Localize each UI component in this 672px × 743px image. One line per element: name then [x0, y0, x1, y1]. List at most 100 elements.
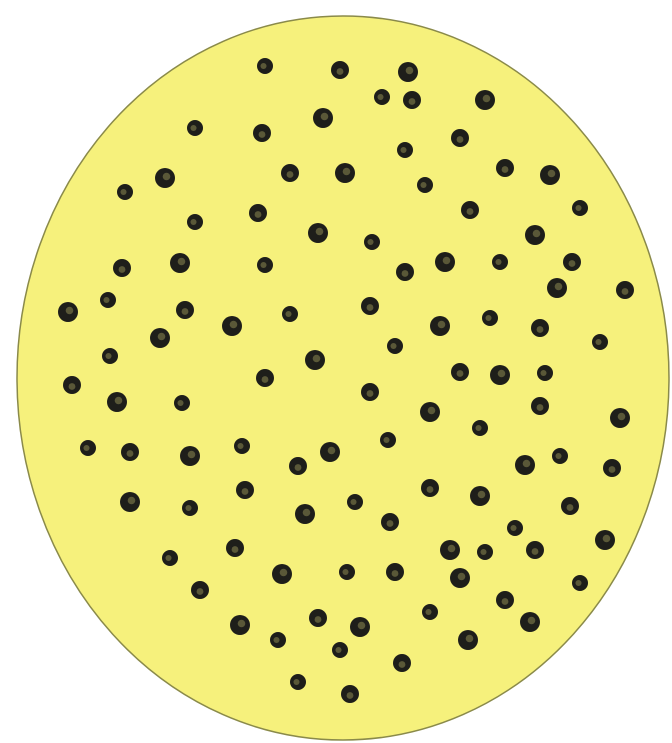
dot: [552, 448, 568, 464]
dot: [170, 253, 190, 273]
dot: [320, 442, 340, 462]
dot: [289, 457, 307, 475]
dot: [270, 632, 286, 648]
dot: [507, 520, 523, 536]
dot: [595, 530, 615, 550]
dot: [572, 200, 588, 216]
dot: [295, 504, 315, 524]
dot: [496, 159, 514, 177]
dot: [450, 568, 470, 588]
dot: [256, 369, 274, 387]
dot: [592, 334, 608, 350]
dot: [107, 392, 127, 412]
dot: [257, 257, 273, 273]
dot: [430, 316, 450, 336]
dot: [63, 376, 81, 394]
dot: [191, 581, 209, 599]
dot: [176, 301, 194, 319]
dot: [492, 254, 508, 270]
dot: [257, 58, 273, 74]
dot: [332, 642, 348, 658]
dot: [100, 292, 116, 308]
dot: [490, 365, 510, 385]
dot: [305, 350, 325, 370]
dot: [563, 253, 581, 271]
dot: [458, 630, 478, 650]
dot: [155, 168, 175, 188]
dot: [470, 486, 490, 506]
dot: [120, 492, 140, 512]
dot: [364, 234, 380, 250]
dot: [393, 654, 411, 672]
dot: [249, 204, 267, 222]
dot: [361, 383, 379, 401]
dot: [350, 617, 370, 637]
dot: [102, 348, 118, 364]
dot: [80, 440, 96, 456]
dot: [380, 432, 396, 448]
dot: [526, 541, 544, 559]
dot: [387, 338, 403, 354]
dot: [561, 497, 579, 515]
dot: [253, 124, 271, 142]
dot: [537, 365, 553, 381]
dot: [234, 438, 250, 454]
yellow-disc: [17, 16, 669, 740]
dot: [309, 609, 327, 627]
dot: [162, 550, 178, 566]
dot: [386, 563, 404, 581]
dot: [58, 302, 78, 322]
dot: [121, 443, 139, 461]
dot: [461, 201, 479, 219]
dot: [341, 685, 359, 703]
dot: [572, 575, 588, 591]
dot: [451, 129, 469, 147]
dot: [610, 408, 630, 428]
dot: [230, 615, 250, 635]
dot: [313, 108, 333, 128]
dot: [150, 328, 170, 348]
dot: [222, 316, 242, 336]
dot: [525, 225, 545, 245]
dot: [515, 455, 535, 475]
dot: [187, 214, 203, 230]
dot: [403, 91, 421, 109]
dot: [308, 223, 328, 243]
dot: [603, 459, 621, 477]
dot: [421, 479, 439, 497]
dot: [361, 297, 379, 315]
dot: [540, 165, 560, 185]
dot: [272, 564, 292, 584]
dot: [477, 544, 493, 560]
dot: [187, 120, 203, 136]
dot: [420, 402, 440, 422]
dot: [339, 564, 355, 580]
dot: [422, 604, 438, 620]
dot: [531, 397, 549, 415]
dot: [520, 612, 540, 632]
dot: [531, 319, 549, 337]
dot: [417, 177, 433, 193]
dot: [440, 540, 460, 560]
dot: [347, 494, 363, 510]
dot: [281, 164, 299, 182]
dot: [398, 62, 418, 82]
dot: [396, 263, 414, 281]
dot: [174, 395, 190, 411]
dot: [616, 281, 634, 299]
dot: [180, 446, 200, 466]
dot: [435, 252, 455, 272]
dot: [226, 539, 244, 557]
dot: [182, 500, 198, 516]
dot: [282, 306, 298, 322]
dot: [335, 163, 355, 183]
dot: [475, 90, 495, 110]
dot: [236, 481, 254, 499]
dot: [374, 89, 390, 105]
dot: [451, 363, 469, 381]
dot: [547, 278, 567, 298]
dot: [290, 674, 306, 690]
dot: [331, 61, 349, 79]
